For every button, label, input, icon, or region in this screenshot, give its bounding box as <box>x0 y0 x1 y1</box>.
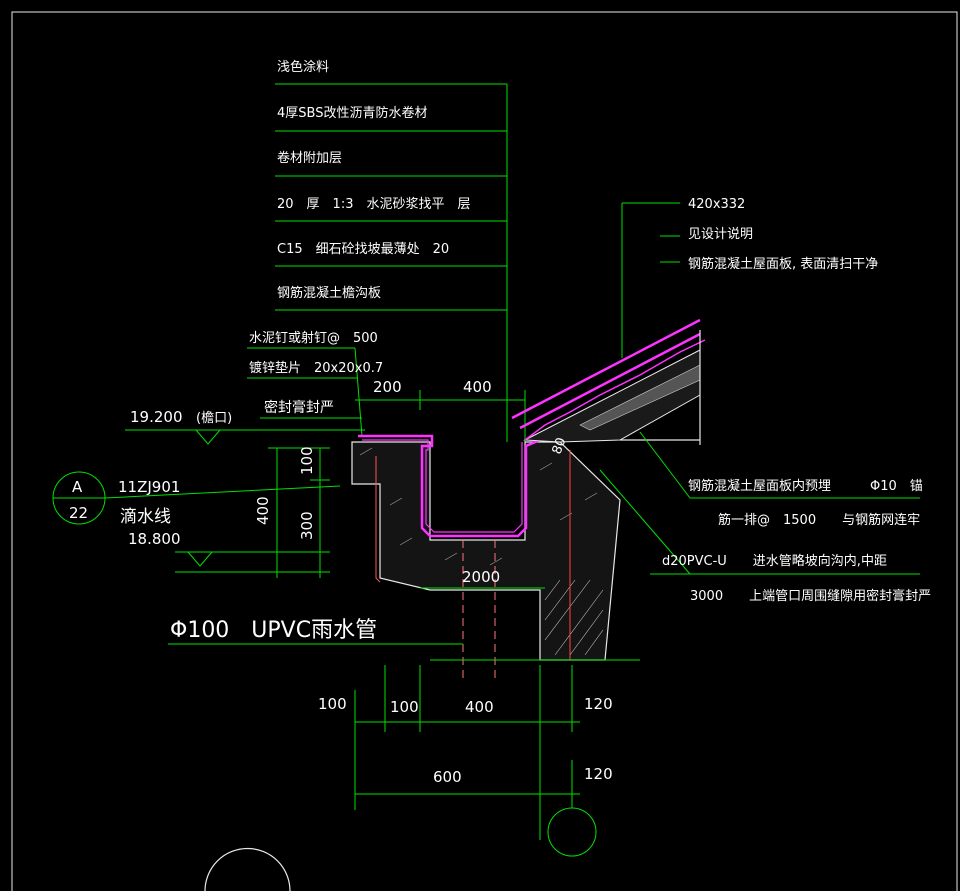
layer-label-5: C15 细石砼找坡最薄处 20 <box>277 242 449 257</box>
drip-ref: 11ZJ901 <box>118 478 180 496</box>
elevation-bottom: 18.800 <box>128 530 181 548</box>
bottom-dims <box>354 665 580 840</box>
nail-label: 水泥钉或射钉@ 500 <box>249 330 378 346</box>
drip-label: 滴水线 <box>120 507 171 527</box>
detail-mark-number: 22 <box>69 504 88 522</box>
dim-100-bottom-a: 100 <box>318 695 347 713</box>
roof-slope <box>511 318 706 445</box>
gasket-label: 镀锌垫片 20x20x0.7 <box>249 360 383 376</box>
inlet-note-2: 3000 上端管口周围缝隙用密封膏封严 <box>690 588 931 604</box>
partial-detail-circle <box>204 847 291 891</box>
layer-label-1: 浅色涂料 <box>277 59 329 75</box>
dim-200-top: 200 <box>373 378 402 396</box>
layer-label-2: 4厚SBS改性沥青防水卷材 <box>277 105 427 121</box>
pipe-label: Φ100 UPVC雨水管 <box>170 618 377 643</box>
detail-mark-letter: A <box>72 478 83 496</box>
right-label-size: 420x332 <box>688 197 745 212</box>
sealant-label: 密封膏封严 <box>264 399 334 416</box>
dim-100-bottom-b: 100 <box>390 698 419 716</box>
anchor-note-1: 钢筋混凝土屋面板内预埋 Φ10 锚 <box>688 478 923 494</box>
dim-400-vertical: 400 <box>254 496 272 525</box>
layer-label-4: 20 厚 1:3 水泥砂浆找平 层 <box>277 197 470 212</box>
dim-120-bottom-b: 120 <box>584 765 613 783</box>
dim-100-vertical: 100 <box>298 446 316 475</box>
right-label-design: 见设计说明 <box>688 227 753 242</box>
elevation-top-note: (檐口) <box>196 411 232 426</box>
dim-400-bottom: 400 <box>465 698 494 716</box>
dim-80: 80 <box>550 436 570 457</box>
layer-label-3: 卷材附加层 <box>277 150 342 166</box>
dim-400-top: 400 <box>463 378 492 396</box>
dim-300-vertical: 300 <box>298 511 316 540</box>
dim-600-bottom: 600 <box>433 768 462 786</box>
axis-bubble <box>547 807 597 857</box>
dim-120-bottom-a: 120 <box>584 695 613 713</box>
dim-2000: 2000 <box>462 568 500 586</box>
right-label-roof: 钢筋混凝土屋面板, 表面清扫干净 <box>688 256 878 272</box>
drawing-frame <box>11 11 958 891</box>
gutter-section <box>351 434 621 661</box>
inlet-note-1: d20PVC-U 进水管略坡向沟内,中距 <box>662 553 887 569</box>
layer-leader-lines <box>275 83 508 442</box>
layer-label-6: 钢筋混凝土檐沟板 <box>277 285 381 301</box>
anchor-note-2: 筋一排@ 1500 与钢筋网连牢 <box>718 512 920 528</box>
elevation-top: 19.200 <box>130 408 183 426</box>
